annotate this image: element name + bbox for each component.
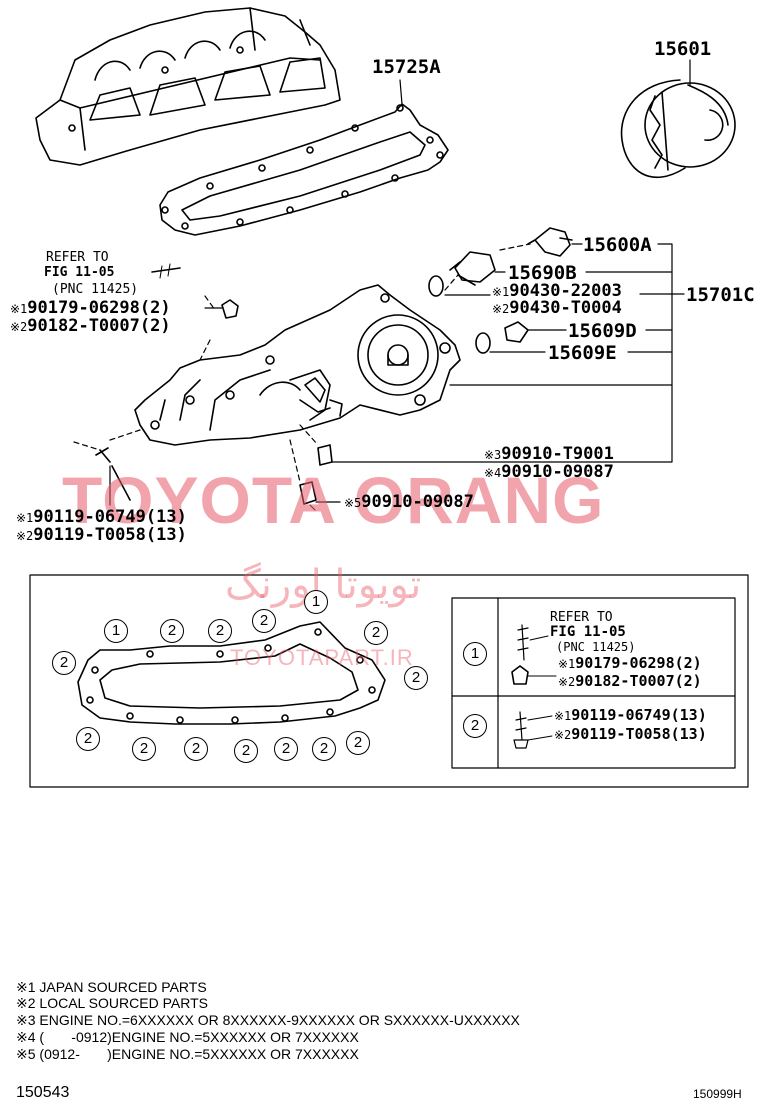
callout-90910-T9001: ※390910-T9001 xyxy=(484,444,614,464)
bolt-drawing xyxy=(95,447,131,501)
note-4: ※4 ( -0912)ENGINE NO.=5XXXXXX OR 7XXXXXX xyxy=(16,1029,359,1045)
union-bolt-drawing xyxy=(504,321,529,343)
legend-refer-title: REFER TO xyxy=(550,610,613,625)
marker-1: ※1 xyxy=(492,285,510,299)
oil-pressure-switch-drawing xyxy=(527,227,573,257)
bolt-mark-2: 2 xyxy=(274,737,298,761)
bolt-mark-2: 2 xyxy=(76,727,100,751)
legend-part-90179-06298: ※190179-06298(2) xyxy=(558,654,702,672)
legend-part-90182-T0007: ※290182-T0007(2) xyxy=(558,672,702,690)
note-2: ※2 LOCAL SOURCED PARTS xyxy=(16,995,208,1011)
bolt-mark-1: 1 xyxy=(304,590,328,614)
bolt-mark-2: 2 xyxy=(252,609,276,633)
bolt-mark-2: 2 xyxy=(52,651,76,675)
callout-90182-T0007: ※290182-T0007(2) xyxy=(10,316,171,336)
bolt-mark-1: 1 xyxy=(104,619,128,643)
marker-2: ※2 xyxy=(492,302,510,316)
callout-15601: 15601 xyxy=(654,38,712,60)
gasket-ring-drawing xyxy=(428,275,444,297)
legend-refer-pnc: (PNC 11425) xyxy=(556,640,636,654)
note-3: ※3 ENGINE NO.=6XXXXXX OR 8XXXXXX-9XXXXXX… xyxy=(16,1012,520,1028)
figure-code: 150999H xyxy=(693,1087,742,1101)
sensor-drawing xyxy=(449,251,496,286)
callout-15600A: 15600A xyxy=(583,234,652,256)
callout-90179-06298: ※190179-06298(2) xyxy=(10,298,171,318)
callout-90119-06749: ※190119-06749(13) xyxy=(16,507,187,527)
stud-drawing xyxy=(151,267,181,273)
refer-to-title: REFER TO xyxy=(46,250,109,265)
callout-90910-09087-a: ※490910-09087 xyxy=(484,462,614,482)
illustration-code: 150543 xyxy=(16,1084,70,1101)
oil-filter-drawing xyxy=(620,79,736,179)
bolt-mark-2: 2 xyxy=(364,621,388,645)
callout-90430-T0004: ※290430-T0004 xyxy=(492,298,622,318)
callout-15609D: 15609D xyxy=(568,320,637,342)
gasket-drawing xyxy=(159,103,449,236)
bolt-mark-2: 2 xyxy=(404,666,428,690)
o-ring-drawing xyxy=(475,332,491,354)
nut-drawing xyxy=(221,299,239,319)
callout-90910-09087-b: ※590910-09087 xyxy=(344,492,474,512)
refer-to-pnc: (PNC 11425) xyxy=(52,282,139,297)
legend-symbol-2: 2 xyxy=(463,714,487,738)
bolt-mark-2: 2 xyxy=(234,739,258,763)
plug-09087-drawing xyxy=(299,481,317,505)
bolt-mark-2: 2 xyxy=(160,619,184,643)
bolt-mark-2: 2 xyxy=(184,737,208,761)
callout-90119-T0058: ※290119-T0058(13) xyxy=(16,525,187,545)
callout-15690B: 15690B xyxy=(508,262,577,284)
legend-bolt-drawing xyxy=(513,711,529,749)
legend-symbol-1: 1 xyxy=(463,642,487,666)
engine-block-drawing xyxy=(35,7,341,166)
detail-box xyxy=(29,574,749,788)
bolt-mark-2: 2 xyxy=(346,731,370,755)
legend-nut-drawing xyxy=(511,665,529,685)
legend-part-90119-T0058: ※290119-T0058(13) xyxy=(554,725,707,743)
bolt-mark-2: 2 xyxy=(312,737,336,761)
legend-part-90119-06749: ※190119-06749(13) xyxy=(554,706,707,724)
note-1: ※1 JAPAN SOURCED PARTS xyxy=(16,979,207,995)
callout-15609E: 15609E xyxy=(548,342,617,364)
legend-table xyxy=(451,597,736,769)
callout-15701C: 15701C xyxy=(686,284,755,306)
bolt-mark-2: 2 xyxy=(132,737,156,761)
legend-refer-fig: FIG 11-05 xyxy=(550,624,626,640)
callout-15725A: 15725A xyxy=(372,56,441,78)
refer-to-fig: FIG 11-05 xyxy=(44,265,115,280)
watermark-brand: TOYOTA ORANG xyxy=(62,463,605,537)
gasket-detail-drawing xyxy=(77,621,386,725)
callout-90430-22003: ※190430-22003 xyxy=(492,281,622,301)
legend-stud-drawing xyxy=(517,624,529,661)
watermark-site: TOYOTAPART.IR xyxy=(230,645,414,670)
oil-cooler-housing-drawing xyxy=(134,284,461,446)
bolt-mark-2: 2 xyxy=(208,619,232,643)
note-5: ※5 (0912- )ENGINE NO.=5XXXXXX OR 7XXXXXX xyxy=(16,1046,359,1062)
